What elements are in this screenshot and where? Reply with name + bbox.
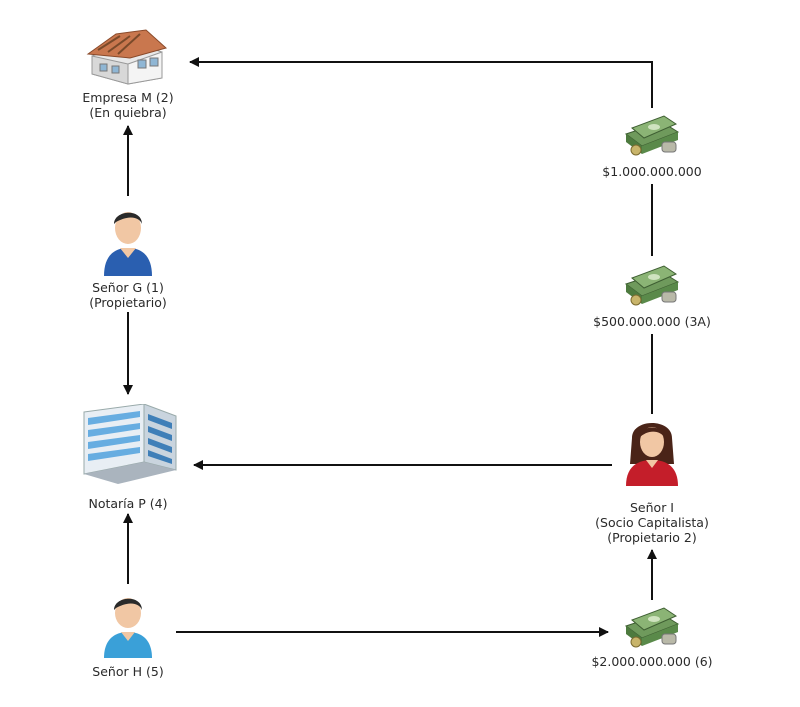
house-under-construction-icon <box>86 29 168 85</box>
label-line: (En quiebra) <box>89 105 167 120</box>
label-empresa-m: Empresa M (2) (En quiebra) <box>82 90 173 120</box>
label-senor-i: Señor I (Socio Capitalista) (Propietario… <box>595 500 709 545</box>
label-line: Señor H (5) <box>92 664 164 679</box>
label-line: $2.000.000.000 (6) <box>591 654 713 669</box>
money-stack-icon <box>624 115 680 156</box>
label-line: (Propietario 2) <box>607 530 697 545</box>
label-senor-h: Señor H (5) <box>92 664 163 679</box>
man-avatar-icon <box>104 598 152 658</box>
money-stack-icon <box>624 265 680 306</box>
man-avatar-icon <box>104 212 152 276</box>
label-line: Notaría P (4) <box>88 496 168 511</box>
label-line: $500.000.000 (3A) <box>593 314 711 329</box>
label-money-2000: $2.000.000.000 (6) <box>591 654 712 669</box>
office-building-icon <box>83 404 177 484</box>
label-line: (Propietario) <box>89 295 167 310</box>
label-line: (Socio Capitalista) <box>595 515 709 530</box>
edge-money-1000-to-empresa-m <box>189 57 653 108</box>
label-money-500: $500.000.000 (3A) <box>593 314 711 329</box>
label-line: Señor I <box>630 500 674 515</box>
label-notaria-p: Notaría P (4) <box>88 496 167 511</box>
woman-avatar-icon <box>626 423 678 486</box>
label-money-1000: $1.000.000.000 <box>602 164 701 179</box>
label-senor-g: Señor G (1) (Propietario) <box>89 280 167 310</box>
label-line: Empresa M (2) <box>82 90 174 105</box>
label-line: Señor G (1) <box>92 280 164 295</box>
label-line: $1.000.000.000 <box>602 164 702 179</box>
money-stack-icon <box>624 607 680 648</box>
